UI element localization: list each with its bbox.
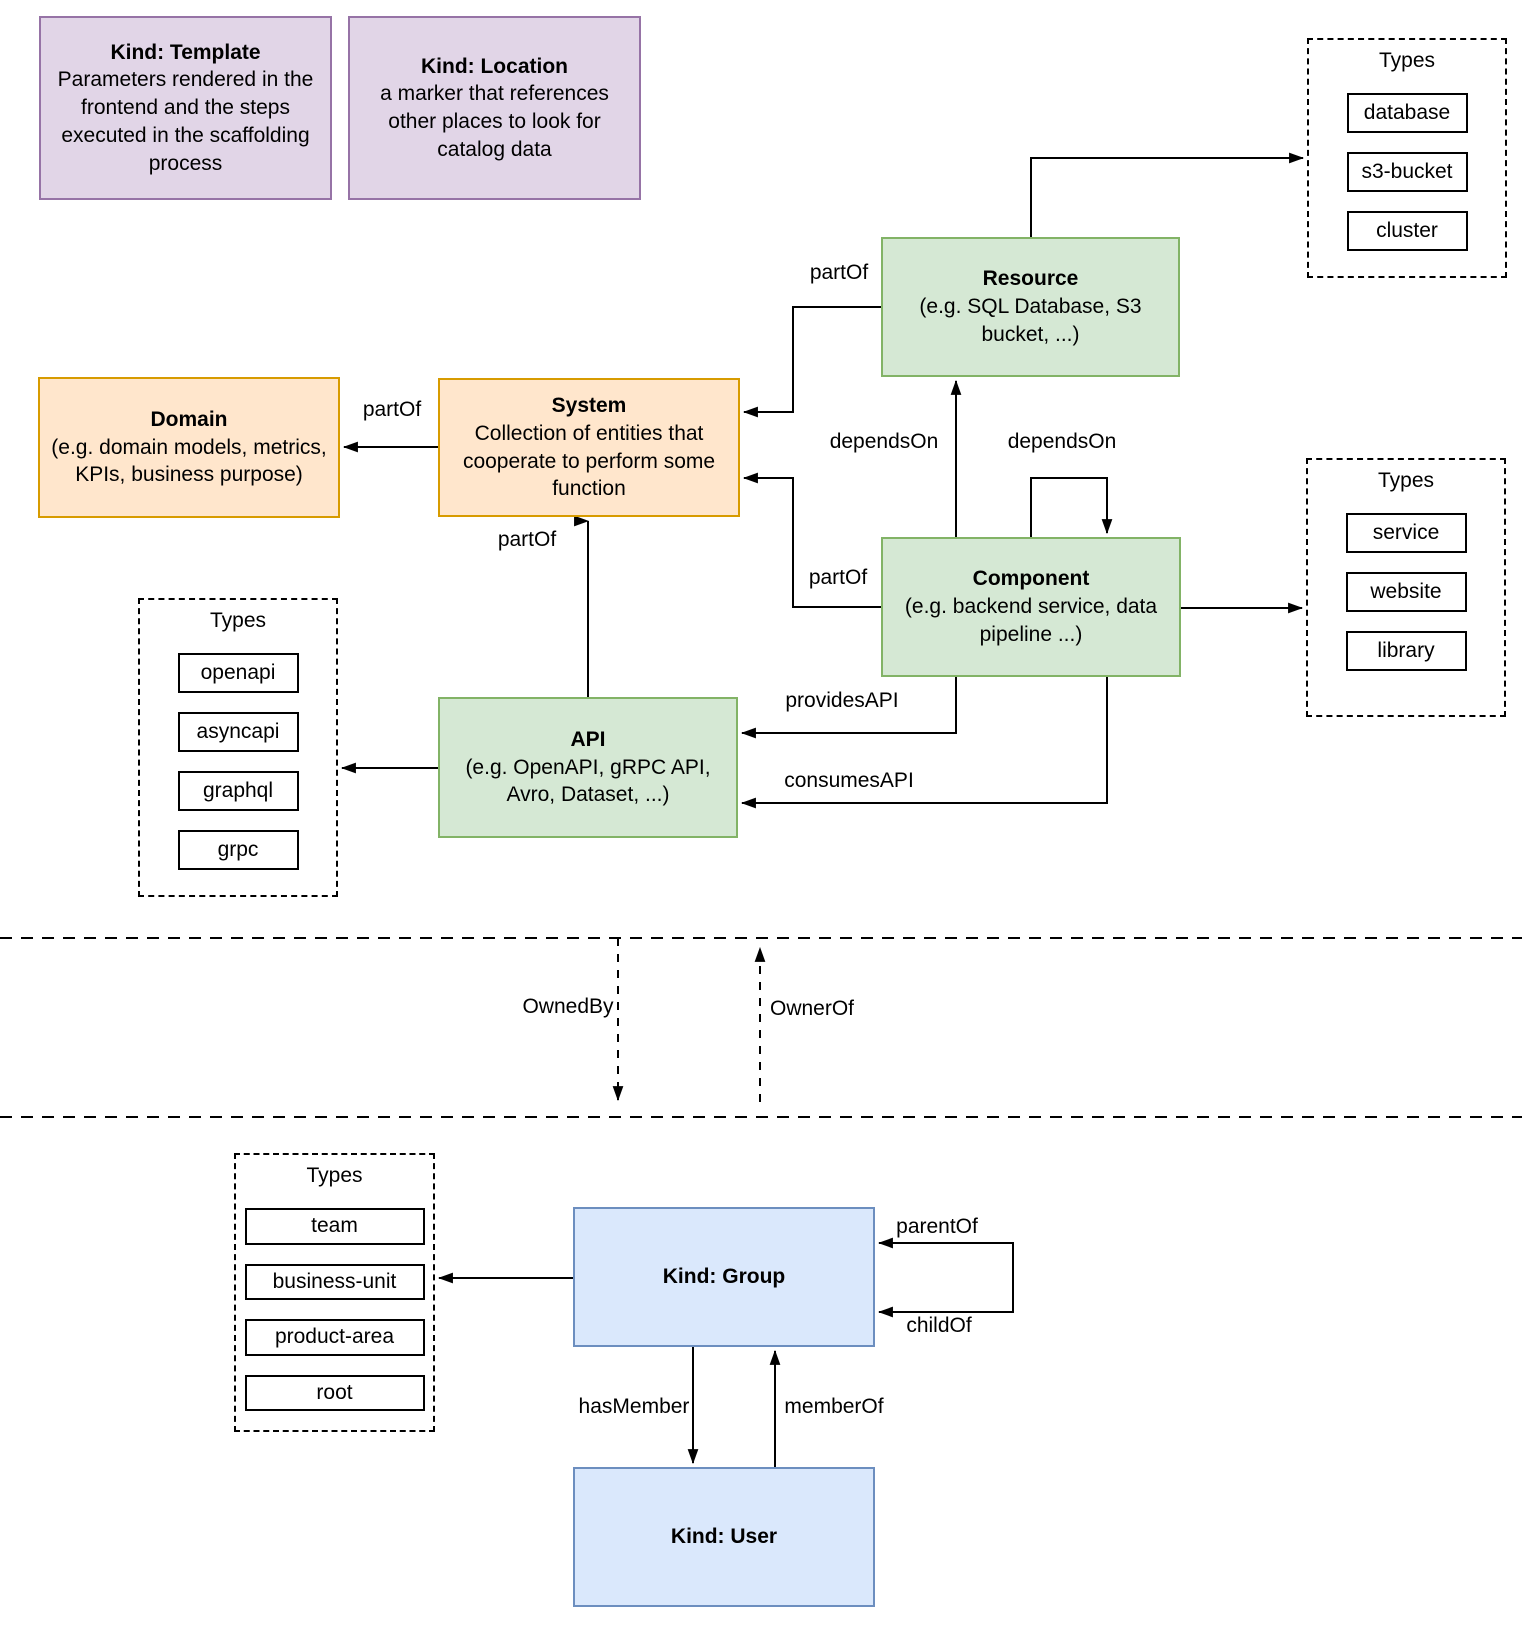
edge-component-providesapi-api bbox=[740, 677, 957, 739]
edge-label-ownerof: OwnerOf bbox=[769, 997, 855, 1020]
entity-component-title: Component bbox=[972, 567, 1090, 591]
edge-label-dependson-resource: dependsOn bbox=[829, 430, 939, 453]
edge-label-dependson-self: dependsOn bbox=[1007, 430, 1117, 453]
entity-resource-body: (e.g. SQL Database, S3 bucket, ...) bbox=[919, 295, 1142, 346]
edge-label-childof: childOf bbox=[906, 1314, 972, 1337]
edge-label-partof-api-system: partOf bbox=[497, 528, 557, 551]
entity-group: Kind: Group bbox=[573, 1207, 875, 1347]
edge-label-memberof: memberOf bbox=[784, 1395, 884, 1418]
types-box-api: Types openapi asyncapi graphql grpc bbox=[138, 598, 338, 897]
edge-label-ownedby: OwnedBy bbox=[522, 995, 614, 1018]
entity-domain: Domain (e.g. domain models, metrics, KPI… bbox=[38, 377, 340, 518]
entity-resource: Resource (e.g. SQL Database, S3 bucket, … bbox=[881, 237, 1180, 377]
edge-group-parentof-childof-self bbox=[877, 1237, 1014, 1318]
entity-user-title: Kind: User bbox=[670, 1525, 778, 1549]
note-kind-location-title: Kind: Location bbox=[421, 54, 568, 78]
type-item-team: team bbox=[244, 1208, 425, 1245]
edge-label-consumesapi: consumesAPI bbox=[784, 769, 914, 792]
entity-resource-title: Resource bbox=[982, 267, 1079, 291]
type-item-database: database bbox=[1346, 93, 1468, 133]
type-item-grpc: grpc bbox=[177, 830, 299, 870]
type-item-product-area: product-area bbox=[244, 1319, 425, 1356]
entity-api: API (e.g. OpenAPI, gRPC API, Avro, Datas… bbox=[438, 697, 738, 838]
type-item-graphql: graphql bbox=[177, 771, 299, 811]
entity-user: Kind: User bbox=[573, 1467, 875, 1607]
types-box-api-title: Types bbox=[209, 609, 267, 632]
types-box-group: Types team business-unit product-area ro… bbox=[234, 1153, 435, 1432]
entity-component-body: (e.g. backend service, data pipeline ...… bbox=[904, 595, 1158, 646]
note-kind-template-title: Kind: Template bbox=[110, 40, 261, 64]
type-item-service: service bbox=[1345, 513, 1467, 553]
type-item-s3-bucket: s3-bucket bbox=[1346, 152, 1468, 192]
type-item-cluster: cluster bbox=[1346, 211, 1468, 251]
note-kind-location: Kind: Location a marker that references … bbox=[348, 16, 641, 200]
entity-api-body: (e.g. OpenAPI, gRPC API, Avro, Dataset, … bbox=[465, 755, 711, 807]
entity-domain-body: (e.g. domain models, metrics, KPIs, busi… bbox=[51, 435, 327, 487]
type-item-root: root bbox=[244, 1374, 425, 1411]
types-box-component-title: Types bbox=[1377, 469, 1435, 492]
type-item-library: library bbox=[1345, 631, 1467, 671]
types-box-resource-title: Types bbox=[1378, 49, 1436, 72]
edge-component-partof-system bbox=[742, 472, 881, 608]
type-item-business-unit: business-unit bbox=[244, 1263, 425, 1300]
entity-system: System Collection of entities that coope… bbox=[438, 378, 740, 517]
edge-label-providesapi: providesAPI bbox=[785, 689, 899, 712]
note-kind-template: Kind: Template Parameters rendered in th… bbox=[39, 16, 332, 200]
edge-label-hasmember: hasMember bbox=[578, 1395, 690, 1418]
edge-label-partof-component-system: partOf bbox=[808, 566, 868, 589]
type-item-website: website bbox=[1345, 572, 1467, 612]
entity-system-title: System bbox=[551, 394, 627, 418]
types-box-group-title: Types bbox=[306, 1164, 363, 1187]
edge-label-partof-resource-system: partOf bbox=[809, 261, 869, 284]
edge-label-partof-system-domain: partOf bbox=[362, 398, 422, 421]
entity-api-title: API bbox=[570, 727, 606, 751]
types-box-component: Types service website library bbox=[1306, 458, 1506, 717]
entity-domain-title: Domain bbox=[150, 407, 228, 431]
note-kind-template-body: Parameters rendered in the frontend and … bbox=[57, 68, 314, 175]
types-box-resource: Types database s3-bucket cluster bbox=[1307, 38, 1507, 278]
edge-component-dependson-self bbox=[1030, 477, 1113, 537]
edge-component-consumesapi-api bbox=[740, 677, 1108, 809]
type-item-asyncapi: asyncapi bbox=[177, 712, 299, 752]
edge-label-parentof: parentOf bbox=[896, 1215, 978, 1238]
entity-system-body: Collection of entities that cooperate to… bbox=[462, 421, 716, 501]
edge-resource-partof-system bbox=[742, 306, 881, 418]
type-item-openapi: openapi bbox=[177, 653, 299, 693]
entity-group-title: Kind: Group bbox=[662, 1265, 786, 1289]
edge-resource-to-types bbox=[1030, 152, 1305, 237]
note-kind-location-body: a marker that references other places to… bbox=[380, 82, 609, 161]
entity-component: Component (e.g. backend service, data pi… bbox=[881, 537, 1181, 677]
